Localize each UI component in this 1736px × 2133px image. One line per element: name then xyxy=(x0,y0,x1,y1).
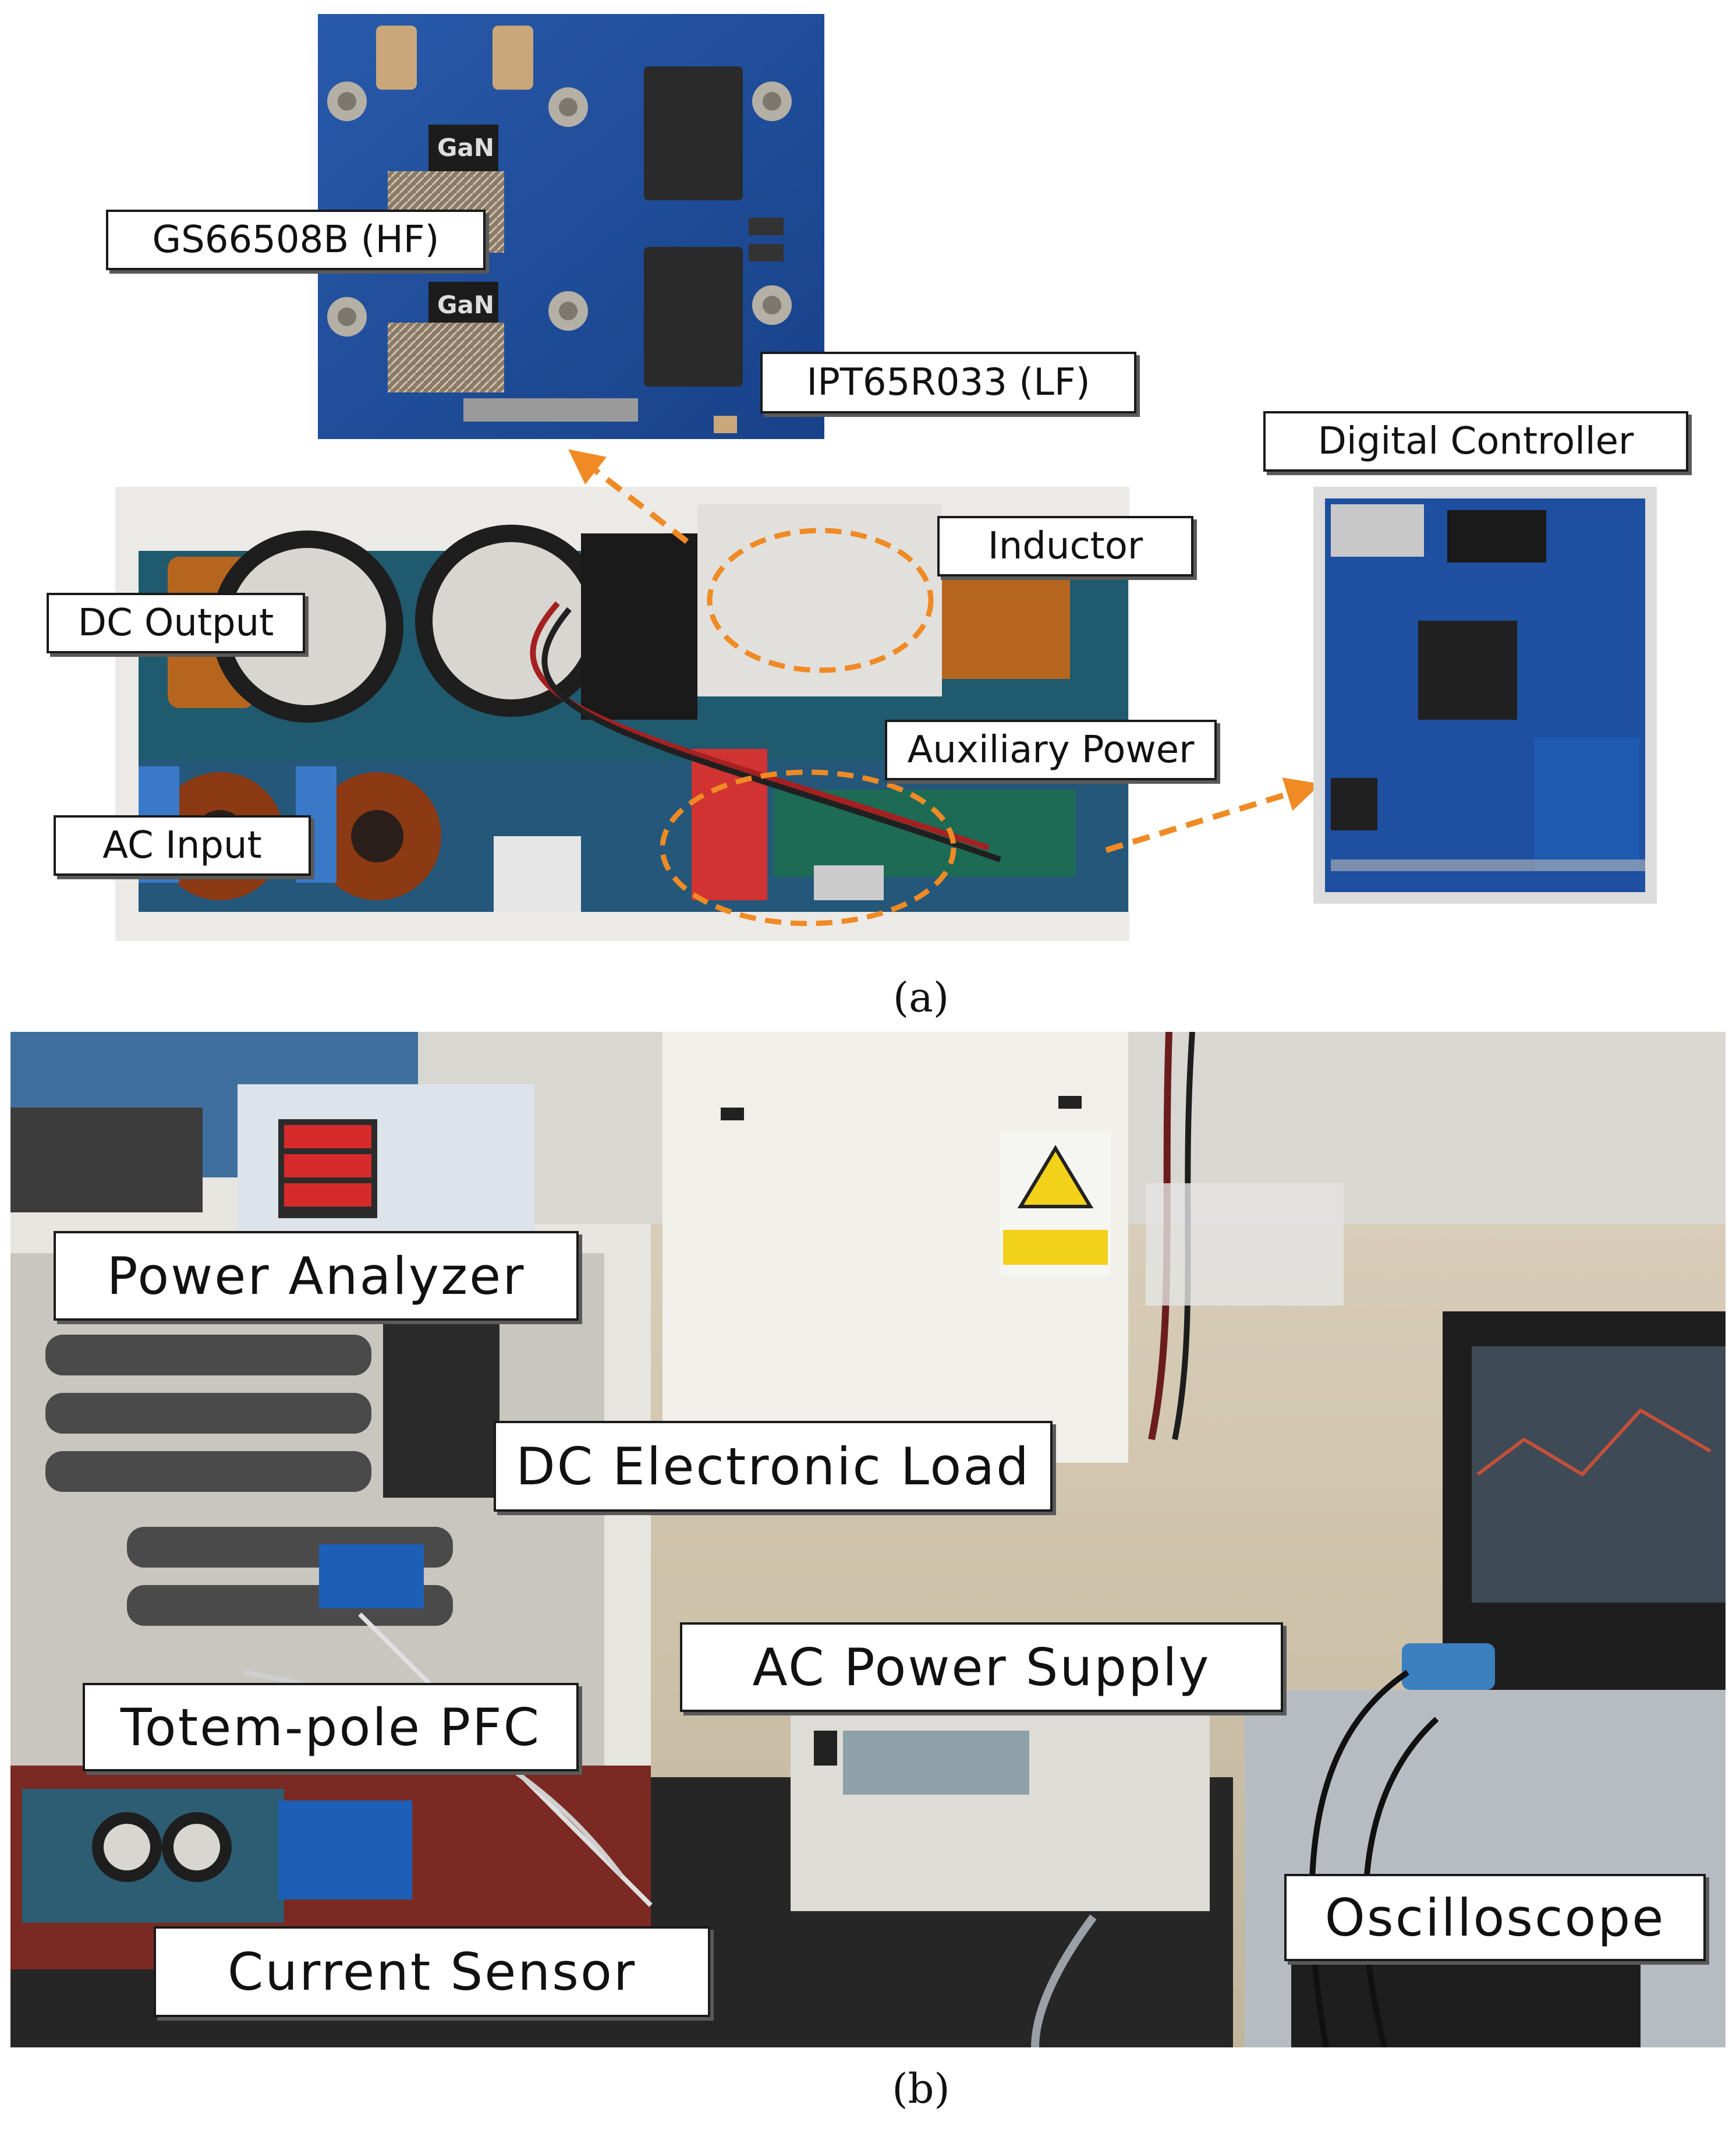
caption-a: (a) xyxy=(892,974,950,1021)
gan-marking-top: GaN xyxy=(437,133,494,162)
callout-arrows xyxy=(568,449,1321,853)
label-gs66508b: GS66508B (HF) xyxy=(106,210,486,270)
label-dc-output: DC Output xyxy=(47,593,305,653)
label-totem-pole-pfc: Totem-pole PFC xyxy=(83,1683,579,1771)
label-ac-power-supply: AC Power Supply xyxy=(680,1622,1283,1712)
label-dc-electronic-load: DC Electronic Load xyxy=(494,1421,1053,1512)
label-inductor: Inductor xyxy=(937,516,1193,576)
label-ac-input: AC Input xyxy=(54,815,311,876)
digital-controller-photo xyxy=(1313,487,1657,904)
label-digital-controller: Digital Controller xyxy=(1263,411,1688,472)
label-ipt65r033: IPT65R033 (LF) xyxy=(760,352,1136,413)
label-oscilloscope: Oscilloscope xyxy=(1284,1874,1706,1961)
label-power-analyzer: Power Analyzer xyxy=(54,1231,579,1321)
caption-b: (b) xyxy=(892,2065,950,2113)
gan-marking-bottom: GaN xyxy=(437,291,494,319)
label-auxiliary-power: Auxiliary Power xyxy=(885,720,1217,780)
label-current-sensor: Current Sensor xyxy=(154,1926,710,2017)
